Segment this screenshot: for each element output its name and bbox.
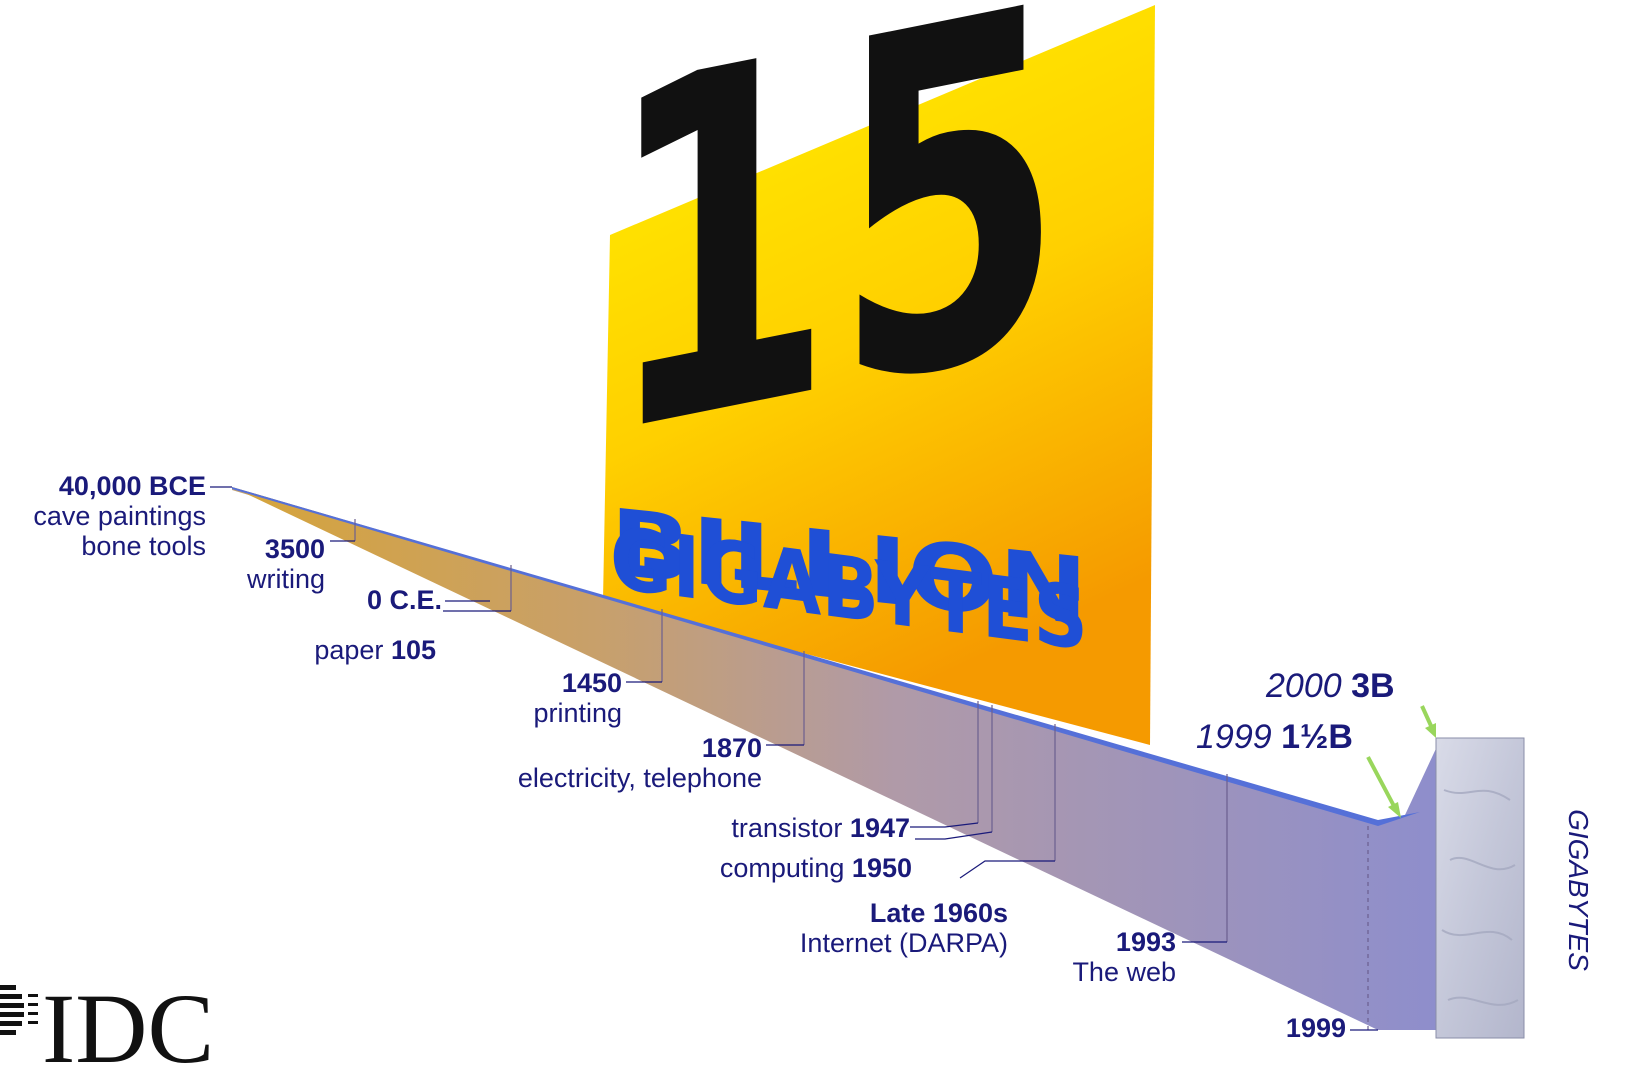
gigabytes-axis-label: GIGABYTES <box>1563 809 1594 971</box>
leader-lines <box>210 486 1378 1031</box>
callout-amount: 3B <box>1351 667 1395 705</box>
milestone-1999: 1999 <box>1285 1013 1346 1043</box>
milestone-year: 40,000 BCE <box>58 471 206 501</box>
milestone-1450: 1450 printing <box>500 668 650 728</box>
milestone-year: 1950 <box>851 853 912 883</box>
idc-logo-globe <box>0 985 38 1035</box>
callout-1999-1-5b: 1999 1½B <box>1196 719 1353 755</box>
callout-arrows <box>1366 705 1436 818</box>
milestone-year: 1993 <box>1115 927 1176 957</box>
milestone-desc: Internet (DARPA) <box>799 928 1008 958</box>
milestone-desc: The web <box>1072 957 1176 987</box>
callout-year: 1999 <box>1196 718 1272 756</box>
milestone-1947: transistor 1947 <box>640 813 910 843</box>
milestone-1870: 1870 electricity, telephone <box>440 733 762 793</box>
milestone-desc: electricity, telephone <box>517 763 762 793</box>
milestone-105: paper 105 <box>260 635 436 665</box>
milestone-desc: bone tools <box>81 531 206 561</box>
milestone-desc: writing <box>246 564 325 594</box>
callout-year: 2000 <box>1266 667 1342 705</box>
milestone-year: 1870 <box>701 733 762 763</box>
milestone-year: 1450 <box>561 668 622 698</box>
milestone-year: 3500 <box>264 534 325 564</box>
svg-text:15: 15 <box>604 0 1064 542</box>
idc-logo-text: IDC <box>42 973 214 1080</box>
milestone-0ce: 0 C.E. <box>366 585 442 615</box>
milestone-desc: cave paintings <box>33 501 206 531</box>
callout-2000-3b: 2000 3B <box>1266 668 1395 704</box>
idc-logo: IDC <box>0 973 214 1080</box>
timeline-wedge <box>232 487 1440 1030</box>
hero-number-15: 15 <box>604 0 1064 542</box>
hero-poster <box>603 5 1155 745</box>
milestone-year: Late 1960s <box>869 898 1008 928</box>
gigabytes-volume-block <box>1435 737 1525 1039</box>
milestone-late-1960s: Late 1960s Internet (DARPA) <box>760 898 1060 958</box>
timeline-dividers <box>354 519 1369 1030</box>
milestone-1950: computing 1950 <box>640 853 912 883</box>
callout-amount: 1½B <box>1281 718 1353 756</box>
milestone-desc: transistor <box>731 813 843 843</box>
milestone-3500: 3500 writing <box>220 534 325 594</box>
marble-texture <box>1441 789 1519 1006</box>
milestone-desc: printing <box>533 698 622 728</box>
milestone-1993: 1993 The web <box>1030 927 1200 987</box>
milestone-year: 105 <box>390 635 436 665</box>
milestone-40000bce: 40,000 BCE cave paintings bone tools <box>0 471 206 561</box>
milestone-desc: paper <box>314 635 384 665</box>
milestone-desc: computing <box>719 853 845 883</box>
milestone-year: 1947 <box>849 813 910 843</box>
